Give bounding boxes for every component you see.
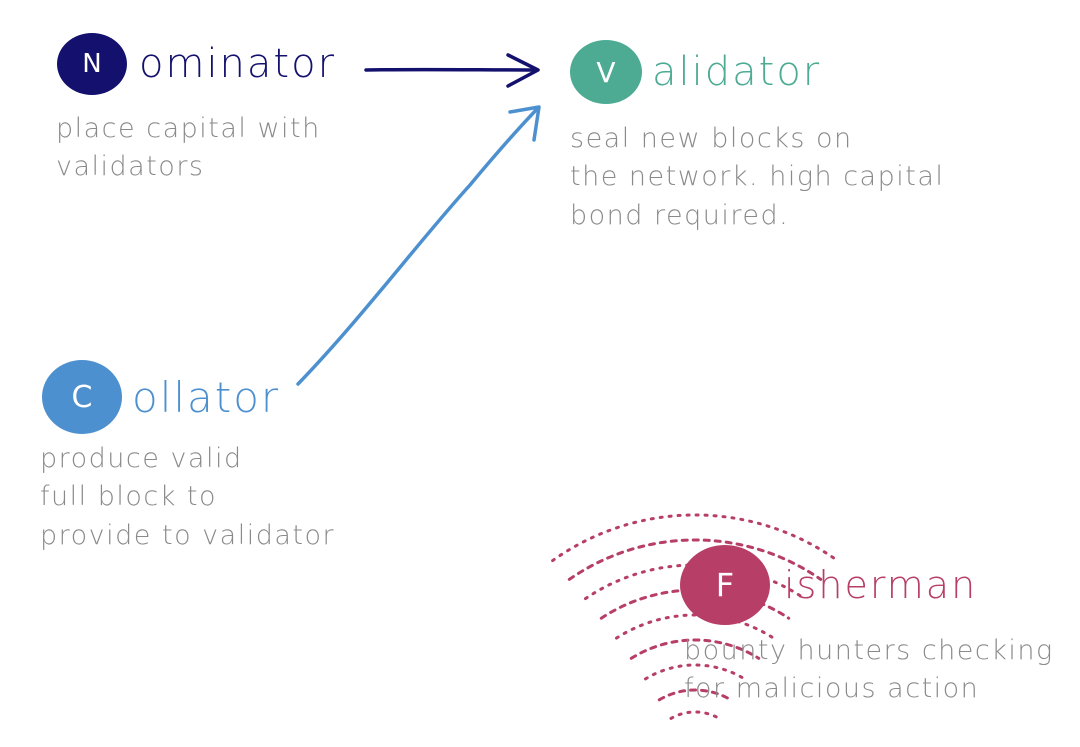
description-line: bond required. bbox=[570, 199, 790, 231]
validator-name: alidator bbox=[652, 49, 822, 95]
collator-name: ollator bbox=[132, 372, 281, 422]
fisherman-name: isherman bbox=[784, 563, 978, 607]
validator-node: V alidator bbox=[570, 40, 821, 104]
signal-arc bbox=[551, 513, 839, 563]
validator-badge: V bbox=[570, 40, 642, 104]
nominator-name: ominator bbox=[139, 41, 337, 87]
signal-arc bbox=[644, 663, 746, 681]
collator-badge: C bbox=[42, 360, 122, 434]
nominator-description: place capital with validators bbox=[56, 110, 321, 187]
fisherman-node: F isherman bbox=[680, 545, 977, 625]
validator-description: seal new blocks on the network. high cap… bbox=[570, 120, 944, 235]
collator-node: C ollator bbox=[42, 360, 280, 434]
nominator-badge: N bbox=[57, 33, 127, 95]
collator-description: produce valid full block to provide to v… bbox=[40, 440, 335, 555]
description-line: provide to validator bbox=[40, 519, 336, 551]
arrow-collator-to-validator bbox=[296, 105, 541, 386]
description-line: seal new blocks on bbox=[570, 123, 853, 154]
description-line: validators bbox=[56, 151, 205, 183]
description-line: produce valid bbox=[40, 443, 243, 474]
nominator-node: N ominator bbox=[57, 33, 336, 95]
fisherman-description: bounty hunters checking for malicious ac… bbox=[684, 632, 1054, 709]
description-line: bounty hunters checking bbox=[684, 635, 1054, 666]
fisherman-badge: F bbox=[680, 545, 770, 625]
description-line: for malicious action bbox=[684, 673, 980, 705]
signal-arc bbox=[567, 538, 823, 581]
signal-arc bbox=[669, 710, 721, 720]
description-line: full block to bbox=[40, 481, 218, 513]
arrow-nominator-to-validator bbox=[364, 53, 540, 88]
signal-arc bbox=[657, 688, 733, 702]
description-line: the network. high capital bbox=[570, 161, 945, 193]
signal-waves-icon bbox=[551, 513, 839, 720]
signal-arc bbox=[629, 638, 761, 660]
description-line: place capital with bbox=[56, 113, 321, 144]
